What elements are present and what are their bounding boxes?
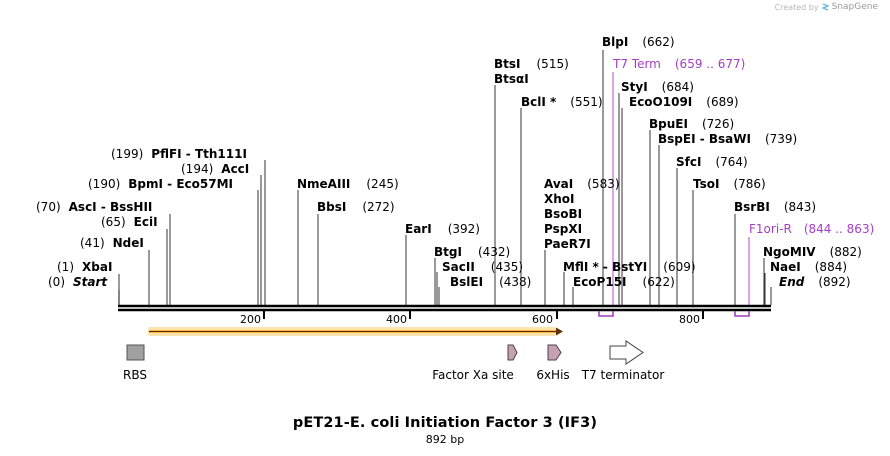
site-pspxi: PspXI	[544, 222, 582, 236]
purple-feature-lines	[612, 72, 750, 305]
site-asci-bsshii: (70)AscI - BssHII	[36, 200, 152, 214]
site-bcli: BclI *(551)	[521, 95, 603, 109]
orf-arrow	[148, 327, 563, 336]
ruler-label-800: 800	[679, 313, 700, 326]
site-lines	[118, 50, 772, 305]
site-ngomiv: NgoMIV(882)	[763, 245, 862, 259]
snapgene-credit: Created by SnapGene	[775, 2, 878, 12]
f1ori-bracket	[734, 311, 750, 317]
site-naei: NaeI(884)	[770, 260, 847, 274]
site-acci: (194)AccI	[181, 162, 249, 176]
ruler-label-400: 400	[386, 313, 407, 326]
t7-term-bracket	[598, 311, 614, 317]
t7-terminator-arrow	[609, 340, 644, 365]
site-btgi: BtgI(432)	[434, 245, 510, 259]
feature-label-6xhis: 6xHis	[536, 368, 569, 382]
credit-brand: SnapGene	[831, 2, 878, 12]
site-bbsi: BbsI(272)	[317, 200, 395, 214]
feature-t7-term-label: T7 Term(659 .. 677)	[612, 57, 745, 71]
site-styi: StyI(684)	[621, 80, 694, 94]
site-sfci: SfcI(764)	[676, 155, 748, 169]
6xhis-arrow	[547, 344, 562, 361]
site-end: End(892)	[779, 275, 851, 289]
ruler-label-200: 200	[240, 313, 261, 326]
site-labels: (0)Start (1)XbaI (41)NdeI (65)EciI (70)A…	[36, 35, 874, 289]
feature-label-factor-xa: Factor Xa site	[432, 368, 514, 382]
site-xhoi: XhoI	[544, 192, 575, 206]
site-pflfi-tth111i: (199)PflFI - Tth111I	[111, 147, 247, 161]
site-bsobi: BsoBI	[544, 207, 582, 221]
site-xbai: (1)XbaI	[57, 260, 112, 274]
plasmid-length: 892 bp	[425, 433, 465, 446]
site-bslei: BslEI(438)	[450, 275, 531, 289]
site-bsrbi: BsrBI(843)	[734, 200, 816, 214]
site-bpuei: BpuEI(726)	[649, 117, 734, 131]
feature-f1ori-label: F1ori-R(844 .. 863)	[749, 222, 874, 236]
site-blpi: BlpI(662)	[602, 35, 675, 49]
site-ecii: (65)EciI	[101, 215, 158, 229]
site-avai: AvaI(583)	[544, 177, 620, 191]
ruler: 200 400 600 800	[240, 310, 704, 326]
site-nmeaiii: NmeAIII(245)	[297, 177, 399, 191]
site-ecop15i: EcoP15I(622)	[573, 275, 675, 289]
feature-label-t7-terminator: T7 terminator	[581, 368, 665, 382]
site-ndei: (41)NdeI	[80, 236, 144, 250]
site-btsi: BtsI(515)	[494, 57, 569, 71]
snapgene-logo-icon	[821, 2, 829, 11]
rbs-box	[126, 344, 145, 361]
site-tsoi: TsoI(786)	[693, 177, 766, 191]
site-sacii: SacII(435)	[442, 260, 523, 274]
feature-label-rbs: RBS	[123, 368, 147, 382]
site-btsai: BtsαI	[494, 72, 529, 86]
credit-text: Created by	[774, 2, 819, 12]
site-bspei-bsawi: BspEI - BsaWI(739)	[658, 132, 797, 146]
site-mfli-bstyi: MflI * - BstYI(609)	[563, 260, 696, 274]
site-paer7i: PaeR7I	[544, 237, 591, 251]
ruler-label-600: 600	[532, 313, 553, 326]
site-ecoo109i: EcoO109I(689)	[629, 95, 739, 109]
site-eari: EarI(392)	[405, 222, 480, 236]
site-bpmi-eco57mi: (190)BpmI - Eco57MI	[88, 177, 233, 191]
site-start: (0)Start	[48, 275, 108, 289]
factor-xa-arrow	[507, 344, 518, 361]
plasmid-title: pET21-E. coli Initiation Factor 3 (IF3)	[292, 415, 598, 431]
